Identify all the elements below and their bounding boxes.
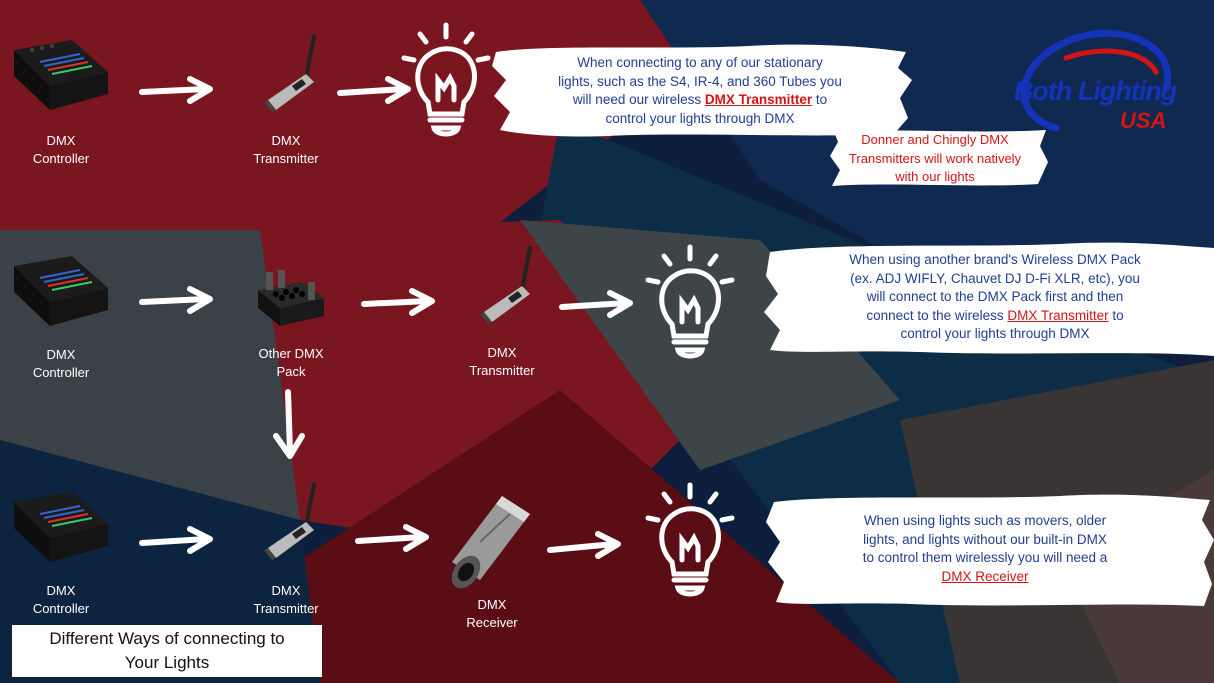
side-note-brush: [830, 130, 1048, 186]
page-title: Different Ways of connecting to Your Lig…: [12, 625, 322, 677]
row1-note-brush: [492, 44, 912, 137]
logo: Both Lighting USA: [996, 28, 1192, 140]
side-note: Donner and Chingly DMX Transmitters will…: [848, 132, 1022, 184]
dmx-controller-image: [14, 256, 108, 326]
arrow-down-icon: [273, 389, 305, 459]
dmx-transmitter-link[interactable]: DMX Transmitter: [1007, 307, 1109, 323]
lightbulb-icon: [401, 22, 491, 137]
dmx-transmitter-image: [264, 34, 316, 112]
dmx-controller-image: [14, 40, 108, 110]
dmx-transmitter-image: [264, 482, 316, 560]
row3-note: When using lights such as movers, older …: [862, 513, 1108, 584]
row2-note: When using another brand's Wireless DMX …: [849, 252, 1141, 341]
logo-usa-text: USA: [1120, 108, 1167, 133]
arrow-right-icon: [337, 76, 411, 104]
dmx-receiver-link[interactable]: DMX Receiver: [941, 568, 1029, 584]
lightbulb-icon: [645, 482, 735, 597]
row3-note-brush: [766, 494, 1214, 606]
dmx-receiver-image: [451, 496, 530, 589]
arrow-right-icon: [547, 531, 621, 559]
arrow-right-icon: [355, 524, 429, 552]
logo-text: Both Lighting: [1013, 76, 1177, 106]
arrow-right-icon: [139, 286, 213, 314]
logo-swoosh: [1020, 29, 1172, 132]
dmx-transmitter-image: [480, 246, 532, 324]
arrow-right-icon: [559, 290, 633, 318]
arrow-right-icon: [139, 526, 213, 554]
dmx-controller-image: [14, 492, 108, 562]
row2-note-brush: [764, 242, 1214, 356]
row1-note: When connecting to any of our stationary…: [558, 55, 842, 126]
arrow-right-icon: [139, 76, 213, 104]
lightbulb-icon: [645, 244, 735, 359]
arrow-right-icon: [361, 288, 435, 316]
dmx-transmitter-link[interactable]: DMX Transmitter: [704, 92, 813, 107]
dmx-pack-image: [258, 270, 324, 326]
